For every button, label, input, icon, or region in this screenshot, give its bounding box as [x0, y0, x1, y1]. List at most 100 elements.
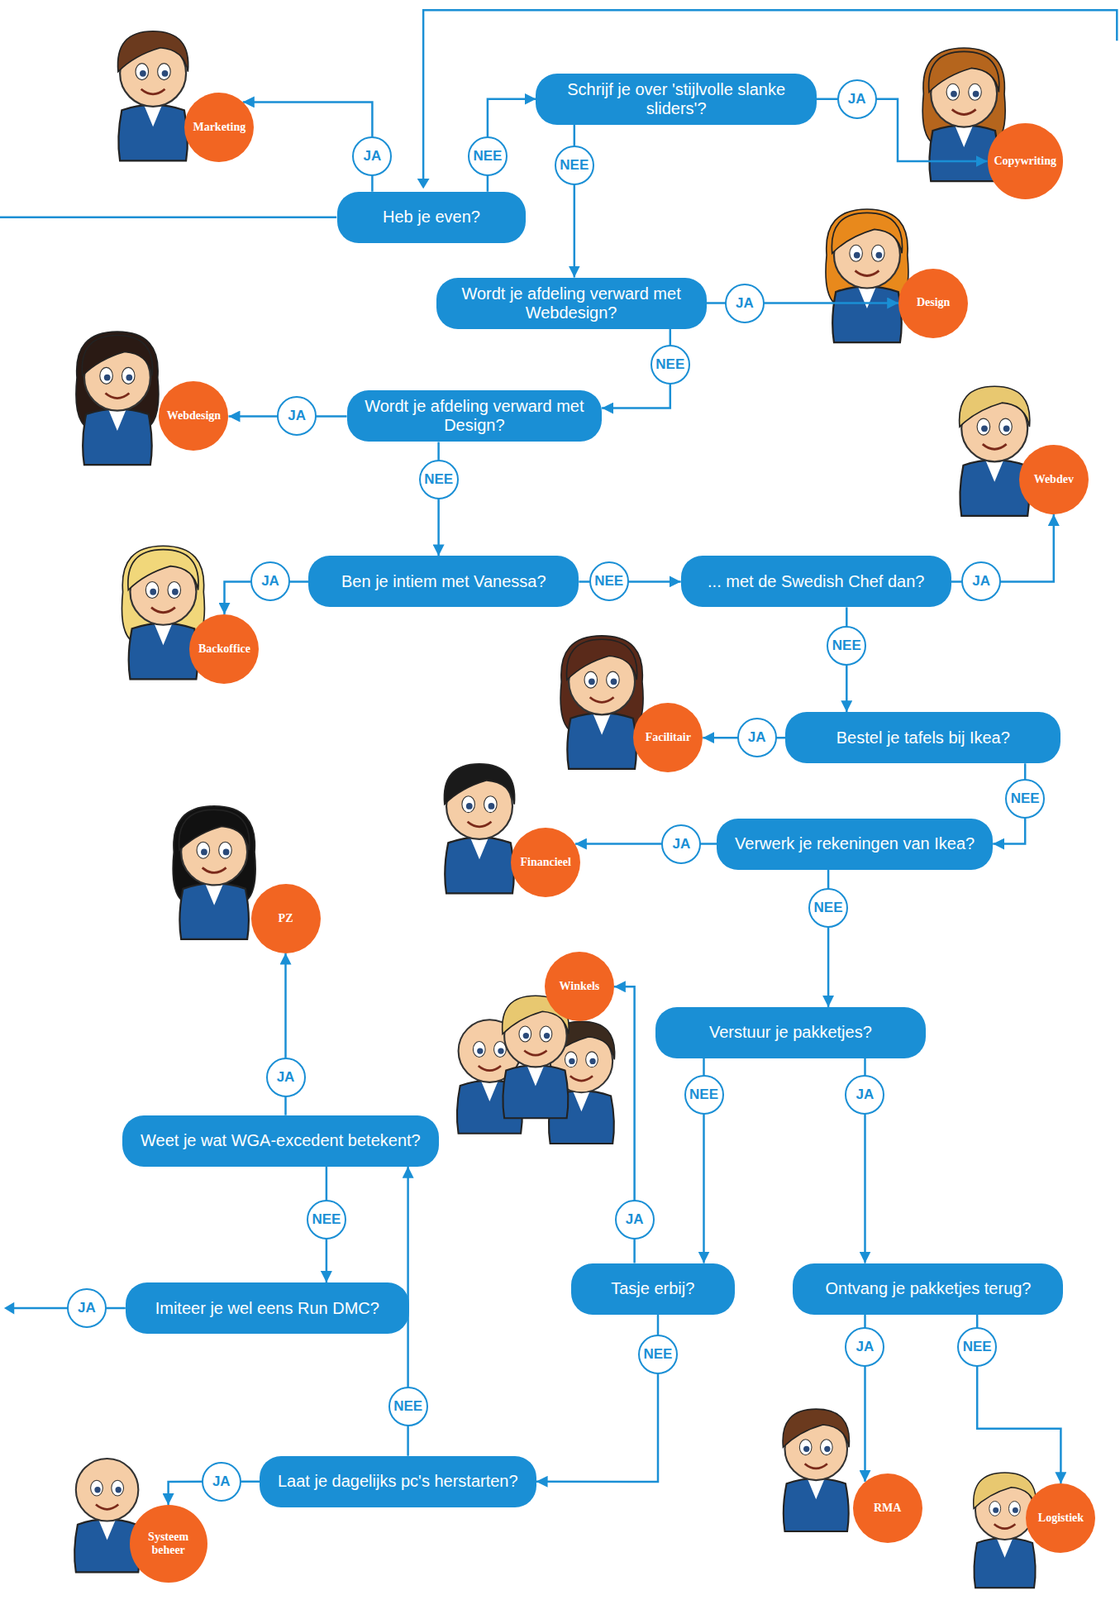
- loop-line: [0, 9, 1117, 1308]
- decision-box: Heb je even?: [337, 191, 526, 244]
- edge-label: NEE: [393, 1397, 423, 1415]
- answer-badge: JA: [201, 1461, 242, 1502]
- arrow-head: [417, 178, 430, 189]
- edge-label: JA: [856, 1086, 875, 1103]
- department-circle: PZ: [251, 883, 321, 954]
- node-text: Verwerk je rekeningen van Ikea?: [734, 834, 975, 854]
- department-circle: Winkels: [544, 951, 615, 1021]
- decision-box: Bestel je tafels bij Ikea?: [785, 711, 1061, 763]
- node-text: Bestel je tafels bij Ikea?: [836, 728, 1011, 748]
- node-text: Ontvang je pakketjes terug?: [824, 1278, 1031, 1298]
- connector: [243, 101, 373, 191]
- decision-box: Imiteer je wel eens Run DMC?: [125, 1282, 410, 1334]
- edge-label: JA: [287, 407, 306, 425]
- edge-label: NEE: [832, 637, 862, 654]
- department-circle: Facilitair: [633, 702, 703, 773]
- edge-label: NEE: [814, 899, 844, 916]
- answer-badge: JA: [66, 1287, 107, 1328]
- decision-box: Ontvang je pakketjes terug?: [792, 1262, 1063, 1315]
- node-text: Webdesign: [166, 409, 221, 423]
- node-text: Design: [916, 295, 950, 310]
- edge-label: JA: [212, 1472, 231, 1490]
- node-text: PZ: [278, 911, 294, 925]
- node-text: Marketing: [192, 120, 246, 134]
- department-circle: Webdev: [1019, 444, 1089, 515]
- edge-label: NEE: [424, 471, 453, 488]
- edge-label: JA: [672, 835, 691, 853]
- edge-label: JA: [625, 1210, 644, 1228]
- node-text: ... met de Swedish Chef dan?: [707, 571, 925, 591]
- answer-badge: JA: [724, 283, 765, 324]
- edge-label: JA: [848, 90, 867, 108]
- decision-box: Verwerk je rekeningen van Ikea?: [716, 818, 993, 870]
- edge-label: JA: [735, 295, 754, 312]
- node-text: Backoffice: [198, 642, 251, 656]
- character: [973, 1472, 1037, 1588]
- node-text: Financieel: [520, 855, 572, 869]
- answer-badge: NEE: [650, 344, 691, 385]
- node-text: Heb je even?: [382, 207, 481, 227]
- decision-box: Laat je dagelijks pc's herstarten?: [259, 1455, 537, 1507]
- department-circle: Logistiek: [1025, 1482, 1096, 1553]
- answer-badge: NEE: [957, 1326, 997, 1367]
- decision-box: Tasje erbij?: [571, 1262, 734, 1315]
- node-text: Wordt je afdeling verward met Design?: [363, 396, 587, 435]
- answer-badge: JA: [276, 395, 317, 436]
- edge-label: JA: [261, 572, 280, 590]
- node-text: Copywriting: [994, 154, 1057, 168]
- decision-box: ... met de Swedish Chef dan?: [681, 555, 952, 607]
- answer-badge: NEE: [419, 459, 459, 500]
- node-text: Systeem beheer: [136, 1529, 201, 1557]
- node-text: Verstuur je pakketjes?: [709, 1022, 873, 1042]
- character: [172, 805, 256, 939]
- character: [76, 331, 159, 465]
- answer-badge: NEE: [388, 1386, 429, 1426]
- department-circle: Backoffice: [189, 614, 259, 684]
- node-text: Facilitair: [645, 730, 692, 744]
- answer-badge: NEE: [684, 1074, 725, 1115]
- connector: [536, 1314, 658, 1482]
- edge-label: NEE: [559, 157, 589, 174]
- edge-label: NEE: [689, 1086, 719, 1103]
- node-text: Logistiek: [1038, 1510, 1084, 1525]
- decision-box: Verstuur je pakketjes?: [655, 1006, 926, 1059]
- answer-badge: JA: [266, 1057, 306, 1097]
- character: [118, 31, 189, 162]
- answer-badge: NEE: [808, 887, 849, 928]
- node-text: Schrijf je over 'stijlvolle slanke slide…: [552, 80, 800, 119]
- node-text: Winkels: [559, 979, 601, 993]
- character: [825, 209, 909, 343]
- decision-box: Weet je wat WGA-excedent betekent?: [122, 1115, 439, 1167]
- answer-badge: JA: [250, 561, 291, 601]
- character: [560, 635, 644, 769]
- edge-label: NEE: [1010, 790, 1040, 807]
- edge-label: NEE: [655, 356, 685, 373]
- answer-badge: NEE: [467, 136, 508, 177]
- department-circle: Design: [898, 268, 968, 339]
- department-circle: Webdesign: [158, 381, 229, 451]
- edge-label: NEE: [962, 1338, 992, 1355]
- answer-badge: JA: [837, 79, 877, 120]
- answer-badge: JA: [961, 561, 1001, 601]
- edge-label: JA: [748, 729, 767, 746]
- character: [782, 1408, 849, 1531]
- answer-badge: NEE: [638, 1334, 678, 1374]
- edge-label: NEE: [311, 1210, 341, 1228]
- answer-badge: NEE: [554, 145, 595, 186]
- decision-box: Schrijf je over 'stijlvolle slanke slide…: [535, 73, 816, 125]
- decision-box: Ben je intiem met Vanessa?: [308, 555, 579, 607]
- answer-badge: JA: [352, 136, 392, 177]
- node-text: RMA: [873, 1501, 901, 1515]
- edge-label: JA: [276, 1068, 296, 1086]
- edge-label: NEE: [472, 147, 502, 165]
- decision-box: Wordt je afdeling verward met Webdesign?: [436, 277, 707, 329]
- department-circle: Systeem beheer: [129, 1504, 208, 1583]
- node-text: Webdev: [1034, 472, 1074, 487]
- department-circle: Copywriting: [987, 123, 1063, 199]
- node-text: Ben je intiem met Vanessa?: [341, 571, 547, 591]
- answer-badge: JA: [844, 1326, 885, 1367]
- answer-badge: JA: [844, 1074, 885, 1115]
- edge-label: JA: [972, 572, 991, 590]
- node-text: Tasje erbij?: [610, 1278, 695, 1298]
